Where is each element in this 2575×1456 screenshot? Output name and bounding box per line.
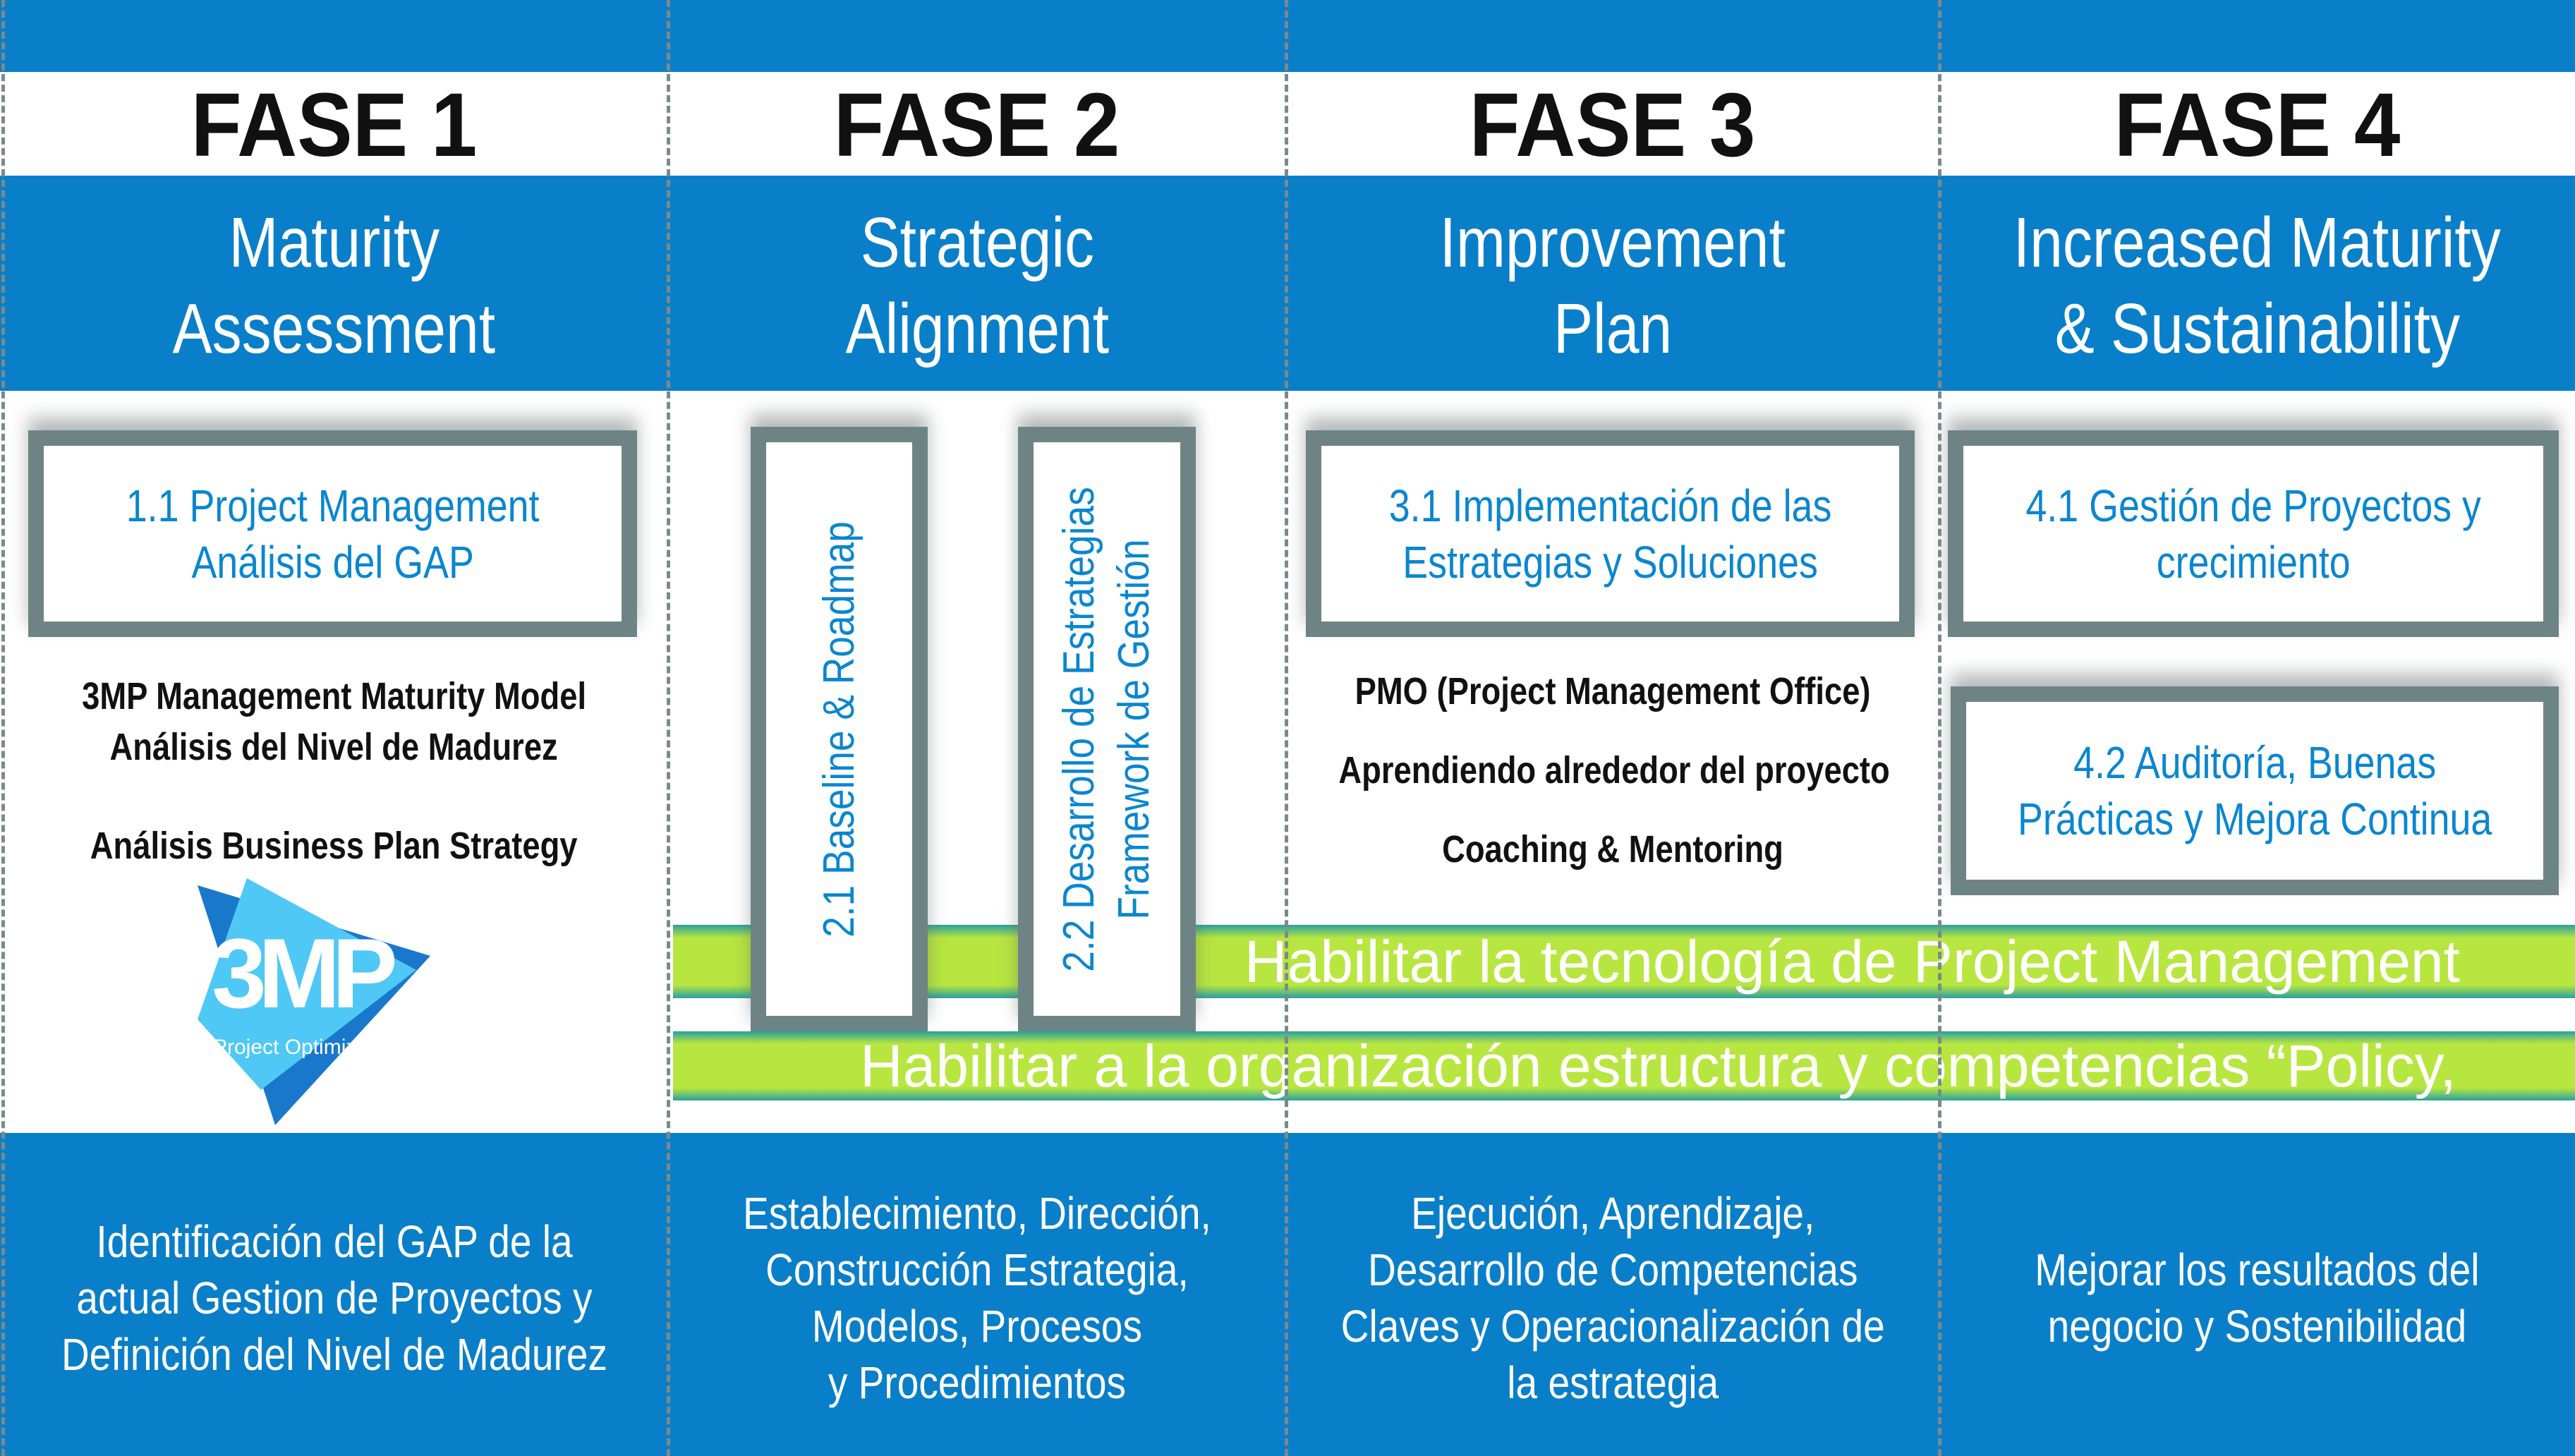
note-learning-row: Aprendiendo alrededor del proyecto xyxy=(1286,746,1939,795)
phase-4-label: FASE 4 xyxy=(2114,75,2401,176)
desc-line: Definición del Nivel de Madurez xyxy=(61,1329,607,1380)
desc-line: negocio y Sostenibilidad xyxy=(2047,1301,2467,1352)
note-coaching-row: Coaching & Mentoring xyxy=(1286,825,1939,874)
logo-shape-icon xyxy=(198,878,430,1125)
phase-1-label: FASE 1 xyxy=(190,75,478,176)
desc-line: Claves y Operacionalización de xyxy=(1340,1301,1885,1352)
desc-line: y Procedimientos xyxy=(828,1357,1127,1408)
column-divider xyxy=(1285,0,1288,1456)
phase-2-description: Establecimiento, Dirección,Construcción … xyxy=(668,1157,1286,1439)
box-line: 3.1 Implementación de las xyxy=(1388,480,1832,531)
phase-1-description: Identificación del GAP de la actual Gesti… xyxy=(0,1157,668,1439)
box-line: Estrategias y Soluciones xyxy=(1402,536,1818,588)
title-line: Improvement xyxy=(1439,203,1786,282)
box-2-1: 2.1 Baseline & Roadmap xyxy=(751,427,928,1031)
note-pmo: PMO (Project Management Office) xyxy=(1355,670,1871,712)
desc-line: Modelos, Procesos xyxy=(811,1301,1143,1352)
phase-4-title: Increased Maturity& Sustainability xyxy=(1939,190,2575,381)
3mp-logo: 3MP Project Optimization xyxy=(183,878,444,1132)
title-line: Assessment xyxy=(172,289,496,368)
note-business-plan-row: Análisis Business Plan Strategy xyxy=(0,821,668,870)
note-3mp-model-row: 3MP Management Maturity Model xyxy=(0,672,668,721)
title-line: Strategic xyxy=(860,203,1094,282)
box-line: 2.2 Desarrollo de Estrategias xyxy=(1055,486,1103,972)
column-divider xyxy=(1938,0,1941,1456)
phase-4-description: Mejorar los resultados del negocio y Sost… xyxy=(1939,1157,2575,1439)
title-line: Plan xyxy=(1553,289,1673,368)
note-business-plan: Análisis Business Plan Strategy xyxy=(90,825,578,867)
desc-line: Construcción Estrategia, xyxy=(765,1244,1189,1295)
phase-3-label-cell: FASE 3 xyxy=(1286,76,1939,175)
box-2-1-text: 2.1 Baseline & Roadmap xyxy=(814,521,864,938)
desc-line: la estrategia xyxy=(1507,1357,1719,1408)
column-divider xyxy=(667,0,670,1456)
note-maturity-level-row: Análisis del Nivel de Madurez xyxy=(0,722,668,772)
note-maturity-level: Análisis del Nivel de Madurez xyxy=(109,726,559,768)
technology-bar: Habilitar la tecnología de Project Manag… xyxy=(673,925,2575,998)
desc-line: Identificación del GAP de la xyxy=(95,1216,573,1267)
desc-line: Desarrollo de Competencias xyxy=(1367,1244,1858,1295)
logo-text: 3MP xyxy=(212,918,398,1029)
box-line: crecimiento xyxy=(2156,536,2351,588)
organization-bar: Habilitar a la organización estructura y… xyxy=(673,1031,2575,1100)
box-line: 4.1 Gestión de Proyectos y xyxy=(2025,480,2481,531)
phase-2-label-cell: FASE 2 xyxy=(668,76,1286,175)
title-line: & Sustainability xyxy=(2054,289,2460,368)
note-coaching: Coaching & Mentoring xyxy=(1442,828,1783,870)
note-pmo-row: PMO (Project Management Office) xyxy=(1286,667,1939,716)
box-line: Análisis del GAP xyxy=(191,536,474,588)
column-divider xyxy=(1,0,5,1456)
box-line: 1.1 Project Management xyxy=(126,480,540,531)
title-line: Alignment xyxy=(845,289,1109,368)
logo-subtitle: Project Optimization xyxy=(213,1036,403,1059)
box-line: Framework de Gestión xyxy=(1110,538,1158,920)
desc-line: Mejorar los resultados del xyxy=(2035,1244,2480,1295)
box-line: 4.2 Auditoría, Buenas xyxy=(2073,737,2437,788)
desc-line: Establecimiento, Dirección, xyxy=(743,1188,1211,1239)
title-line: Increased Maturity xyxy=(2013,203,2501,282)
title-line: Maturity xyxy=(229,203,440,282)
note-3mp-model: 3MP Management Maturity Model xyxy=(82,675,586,717)
phase-4-label-cell: FASE 4 xyxy=(1939,76,2575,175)
note-learning: Aprendiendo alrededor del proyecto xyxy=(1338,749,1890,791)
phase-2-label: FASE 2 xyxy=(834,75,1120,176)
phase-1-label-cell: FASE 1 xyxy=(0,76,668,175)
phase-3-description: Ejecución, Aprendizaje,Desarrollo de Com… xyxy=(1286,1157,1939,1439)
phase-3-label: FASE 3 xyxy=(1470,75,1756,176)
box-line: Prácticas y Mejora Continua xyxy=(2017,794,2492,844)
desc-line: Ejecución, Aprendizaje, xyxy=(1410,1188,1815,1239)
desc-line: actual Gestion de Proyectos y xyxy=(75,1273,593,1323)
